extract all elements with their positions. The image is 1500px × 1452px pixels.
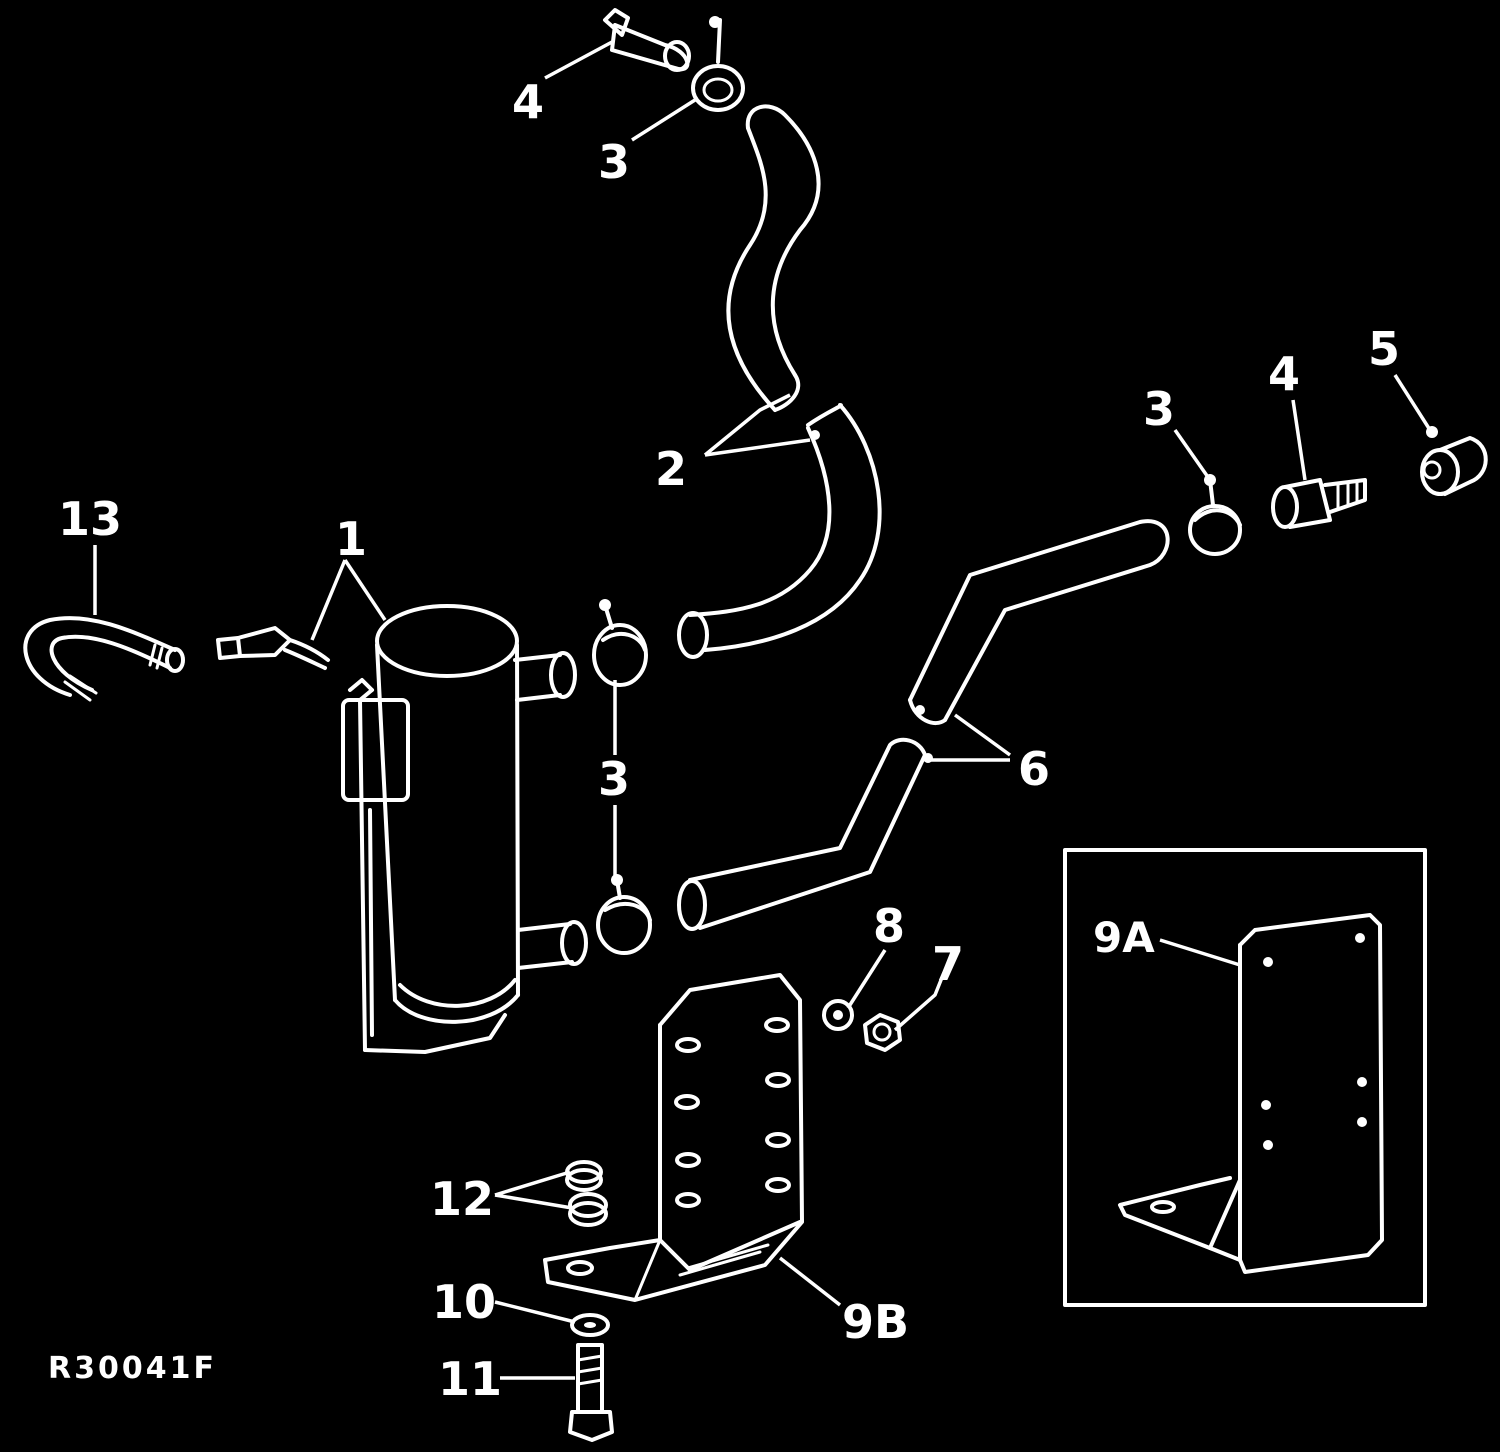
part-2-hose-upper xyxy=(726,104,821,412)
callout-11: 11 xyxy=(438,1352,502,1406)
part-3-clamp-lower xyxy=(596,874,652,955)
part-3-clamp-upper xyxy=(592,599,648,687)
callout-4-top: 4 xyxy=(512,75,544,129)
part-4-fitting-top xyxy=(603,8,691,72)
callout-2: 2 xyxy=(655,442,687,496)
part-1-fuel-pump xyxy=(216,604,588,1054)
callout-5: 5 xyxy=(1368,322,1400,376)
callout-12: 12 xyxy=(430,1172,494,1226)
callout-3-top: 3 xyxy=(598,135,630,189)
callout-13: 13 xyxy=(58,492,122,546)
callout-4-right: 4 xyxy=(1268,347,1300,401)
part-13-curved-hose xyxy=(23,616,185,702)
callout-1: 1 xyxy=(335,512,367,566)
part-12-spacers xyxy=(565,1160,608,1227)
part-6-tube-upper xyxy=(908,519,1170,726)
figure-code: R30041F xyxy=(48,1351,217,1386)
part-7-nut xyxy=(863,1013,902,1052)
part-11-bolt xyxy=(568,1343,614,1442)
part-3-clamp-top xyxy=(691,16,745,112)
part-4-fitting-right xyxy=(1271,478,1367,529)
callout-8: 8 xyxy=(873,899,905,953)
part-8-washer xyxy=(822,999,854,1031)
part-3-clamp-right xyxy=(1188,474,1242,556)
callout-9b: 9B xyxy=(842,1295,909,1349)
part-9b-bracket xyxy=(543,973,804,1302)
callout-10: 10 xyxy=(432,1275,496,1329)
part-2-hose-lower xyxy=(677,403,882,659)
callout-3-right: 3 xyxy=(1143,382,1175,436)
callout-3-mid: 3 xyxy=(598,752,630,806)
part-10-washer xyxy=(570,1313,610,1337)
callout-labels: 4 3 2 13 1 3 3 4 5 6 8 7 9A 9B 12 10 11 … xyxy=(48,75,1400,1406)
part-5-cap xyxy=(1420,426,1488,496)
callout-6: 6 xyxy=(1018,742,1050,796)
callout-7: 7 xyxy=(932,937,964,991)
leader-lines xyxy=(93,40,1432,1380)
inset-frame xyxy=(1063,848,1427,1307)
part-9a-bracket xyxy=(1118,913,1384,1274)
callout-9a: 9A xyxy=(1093,913,1155,962)
